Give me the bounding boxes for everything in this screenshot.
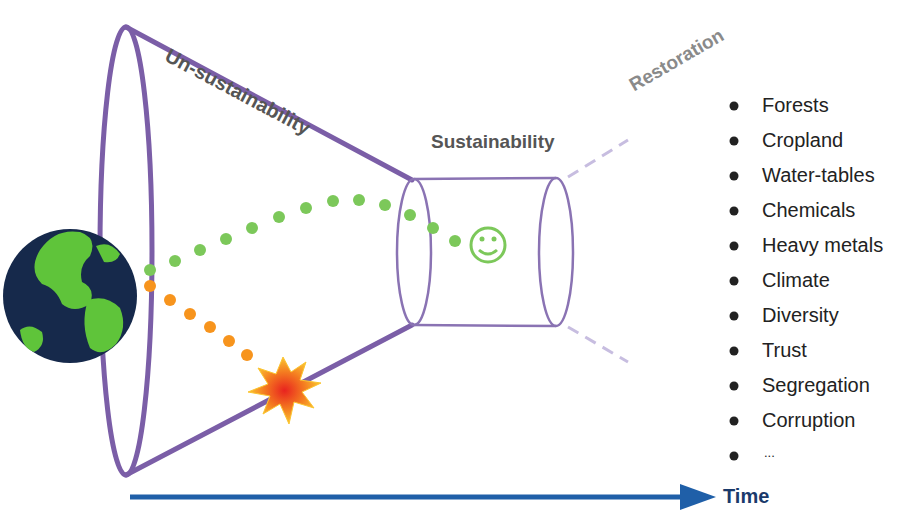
list-item: Diversity [762,304,839,326]
list-item: Heavy metals [762,234,883,256]
list-item: ... [764,446,775,460]
axis-label: Time [723,485,769,507]
list-item: Trust [762,339,807,361]
list-item: Water-tables [762,164,875,186]
list-item: Forests [762,94,829,116]
stage-label: Restoration [626,25,728,96]
list-item: Corruption [762,409,855,431]
list-item: Segregation [762,374,870,396]
list-item: Climate [762,269,830,291]
list-item: Cropland [762,129,843,151]
stage-label: Sustainability [431,132,555,153]
list-item: Chemicals [762,199,855,221]
stage-label: Un-sustainability [162,44,315,139]
